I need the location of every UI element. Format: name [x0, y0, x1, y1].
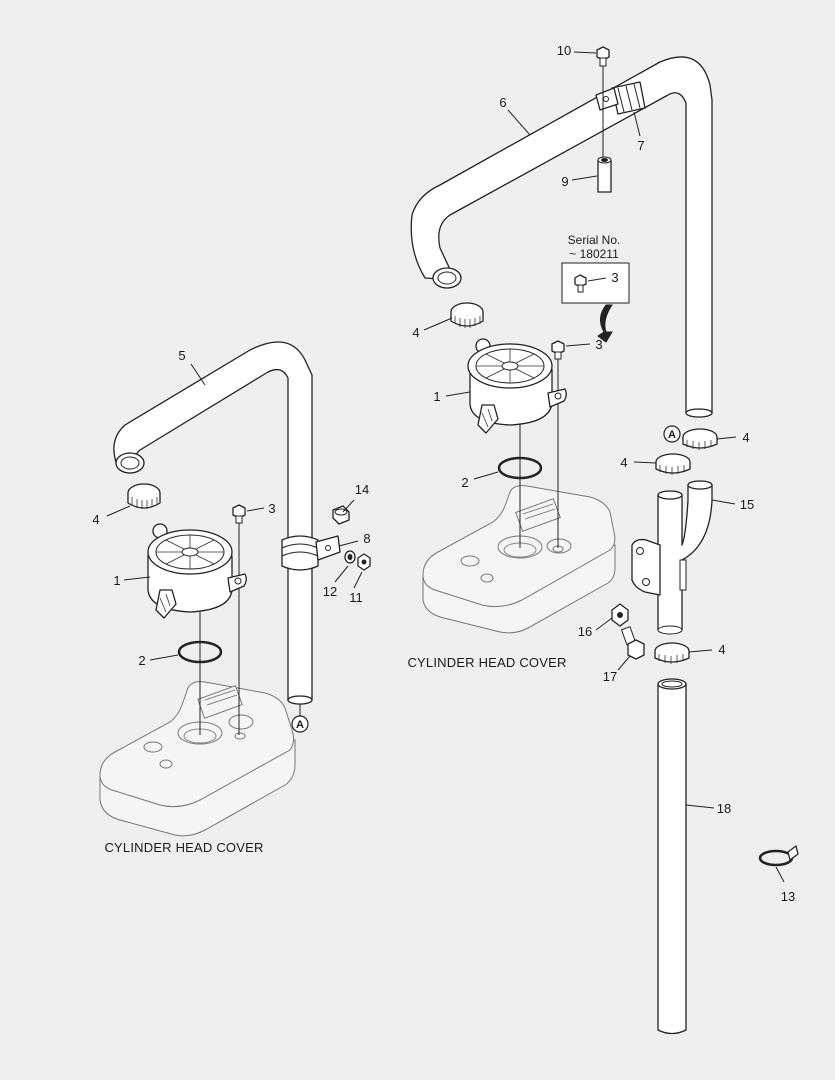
- right-assembly: Serial No. ~ 180211 3 A: [407, 43, 799, 1035]
- serial-range: ~ 180211: [569, 247, 619, 261]
- washer-12: [344, 550, 356, 564]
- hose-clamp-4-right-top: [450, 302, 484, 328]
- callout-4-left: 4: [92, 512, 99, 527]
- callout-2-right: 2: [461, 475, 468, 490]
- breather-filter-1-left: [147, 523, 247, 619]
- cylinder-head-cover-left: [99, 681, 296, 837]
- nut-11: [357, 553, 371, 571]
- callout-2-left: 2: [138, 653, 145, 668]
- callout-13: 13: [781, 889, 795, 904]
- callout-4-right-top: 4: [412, 325, 419, 340]
- callout-3-left: 3: [268, 501, 275, 516]
- callout-4-right-a: 4: [742, 430, 749, 445]
- hose-clamp-4-left: [127, 483, 161, 509]
- spacer-9: [597, 156, 612, 193]
- hose-18: [657, 678, 687, 1035]
- callout-9: 9: [561, 174, 568, 189]
- callout-16: 16: [578, 624, 592, 639]
- callout-10: 10: [557, 43, 571, 58]
- hex-bolt-3-right: [551, 340, 565, 360]
- nut-16: [611, 603, 629, 627]
- callout-17: 17: [603, 669, 617, 684]
- callout-3-right: 3: [595, 337, 602, 352]
- callout-11: 11: [349, 590, 363, 605]
- hex-bolt-3-left: [232, 504, 246, 524]
- callout-3-serial: 3: [611, 270, 618, 285]
- ref-mark-a-left-label: A: [296, 719, 304, 731]
- caption-cylinder-head-cover-left: CYLINDER HEAD COVER: [104, 840, 263, 855]
- serial-box: Serial No. ~ 180211 3: [561, 233, 630, 343]
- callout-4-right-b: 4: [620, 455, 627, 470]
- serial-title: Serial No.: [568, 233, 621, 247]
- hose-clamp-13: [758, 845, 799, 867]
- callout-7: 7: [637, 138, 644, 153]
- hex-bolt-10: [596, 46, 610, 67]
- breather-filter-1-right: [467, 338, 567, 434]
- hose-clamp-4-right-b: [655, 453, 691, 475]
- ref-mark-a-right-label: A: [668, 429, 676, 441]
- callout-14: 14: [355, 482, 369, 497]
- callout-1-right: 1: [433, 389, 440, 404]
- callout-15: 15: [740, 497, 754, 512]
- cylinder-head-cover-right: [422, 485, 616, 634]
- o-ring-2-left: [177, 640, 223, 664]
- hose-clamp-4-right-a: [682, 428, 718, 450]
- callout-5: 5: [178, 348, 185, 363]
- hex-bolt-17: [620, 626, 645, 660]
- breather-hose-5: [113, 341, 313, 705]
- hose-clamp-8: [281, 535, 341, 571]
- y-pipe-15: [631, 480, 713, 635]
- caption-cylinder-head-cover-right: CYLINDER HEAD COVER: [407, 655, 566, 670]
- callout-4-right-c: 4: [718, 642, 725, 657]
- left-assembly: A 4 1 2 3 5 14 8 12 11 CYLINDER HEAD COV…: [92, 341, 371, 855]
- o-ring-2-right: [497, 456, 543, 480]
- breather-hose-6: [410, 56, 713, 418]
- callout-8: 8: [363, 531, 370, 546]
- callout-1-left: 1: [113, 573, 120, 588]
- ref-mark-a-left: [291, 715, 309, 733]
- callout-18: 18: [717, 801, 731, 816]
- ref-mark-a-right: [663, 425, 681, 443]
- hose-clamp-4-right-c: [654, 642, 690, 664]
- callout-6: 6: [499, 95, 506, 110]
- callout-12: 12: [323, 584, 337, 599]
